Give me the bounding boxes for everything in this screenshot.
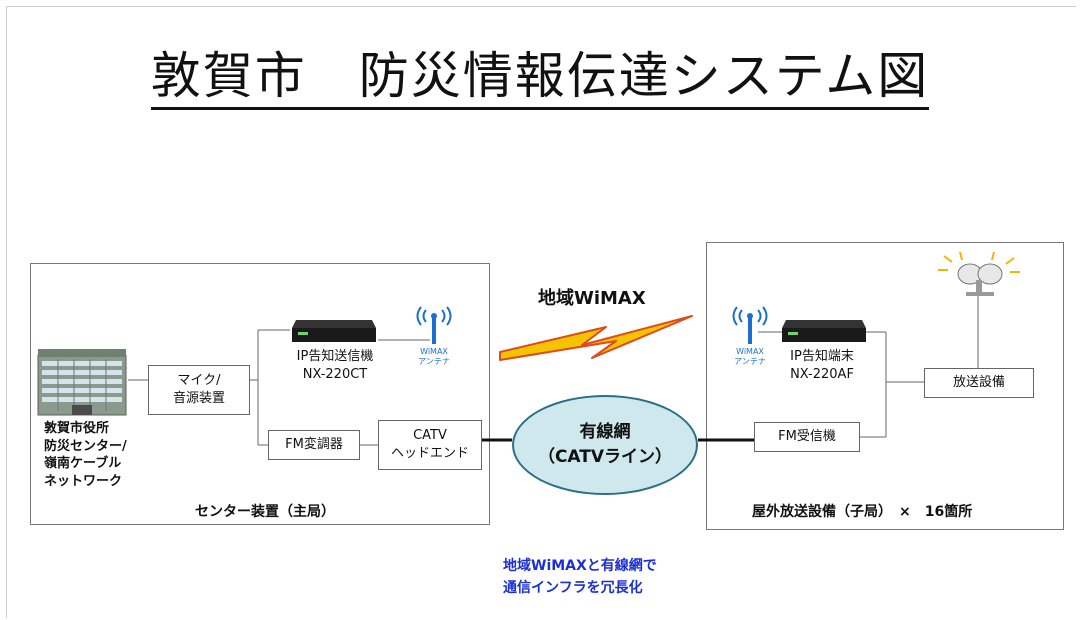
ip-sender-device-icon (292, 320, 376, 342)
fm-receiver-box: FM受信機 (754, 422, 860, 452)
catv-headend-box: CATV ヘッドエンド (378, 420, 482, 470)
fm-modulator-box: FM変調器 (268, 430, 360, 460)
page-frame (6, 6, 1076, 618)
city-hall-label: 敦賀市役所 防災センター/ 嶺南ケーブル ネットワーク (44, 421, 127, 489)
city-hall-building-icon (37, 349, 127, 416)
left-antenna-label: WiMAX アンテナ (418, 347, 450, 366)
page-title: 敦賀市 防災情報伝達システム図 (0, 36, 1080, 110)
broadcast-equipment-box: 放送設備 (924, 368, 1034, 398)
center-caption: センター装置（主局） (195, 504, 335, 520)
mic-audio-box: マイク/ 音源装置 (148, 365, 250, 415)
remote-wimax-antenna-icon (732, 306, 768, 344)
remote-caption: 屋外放送設備（子局） × 16箇所 (752, 504, 973, 520)
ip-sender-label: IP告知送信機 NX-220CT (296, 349, 374, 382)
wimax-antenna-icon (416, 306, 452, 344)
wireless-link-icon (499, 315, 693, 361)
ip-terminal-label: IP告知端末 NX-220AF (790, 349, 854, 382)
cable-network-ellipse: 有線網 （CATVライン） (512, 395, 698, 495)
wimax-label: 地域WiMAX (538, 288, 646, 309)
redundancy-note: 地域WiMAXと有線網で 通信インフラを冗長化 (503, 558, 657, 596)
outdoor-speaker-icon (938, 251, 1020, 296)
right-antenna-label: WiMAX アンテナ (734, 347, 766, 366)
ip-terminal-device-icon (782, 320, 866, 342)
